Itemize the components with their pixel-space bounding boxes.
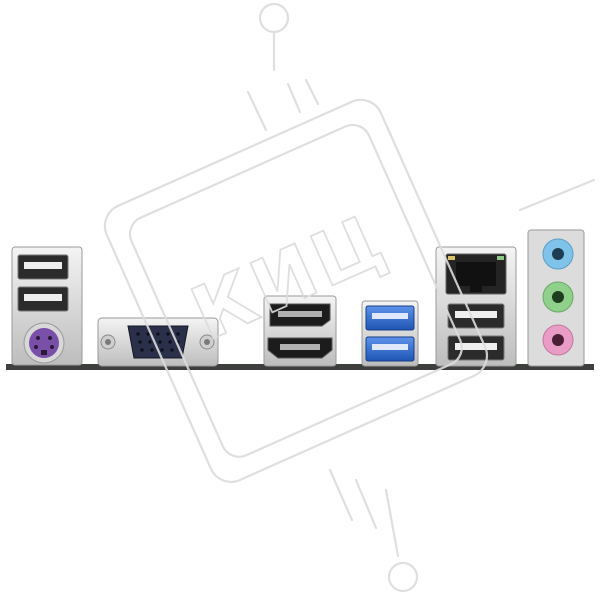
watermark: КИЦ [103,2,596,593]
ps2-port [29,328,59,358]
dp-hdmi-stack [263,295,337,367]
usb3-stack [361,300,419,367]
audio-jacks-stack [527,229,585,367]
usb-ps2-stack [11,246,83,366]
pcb-strip [6,364,594,370]
